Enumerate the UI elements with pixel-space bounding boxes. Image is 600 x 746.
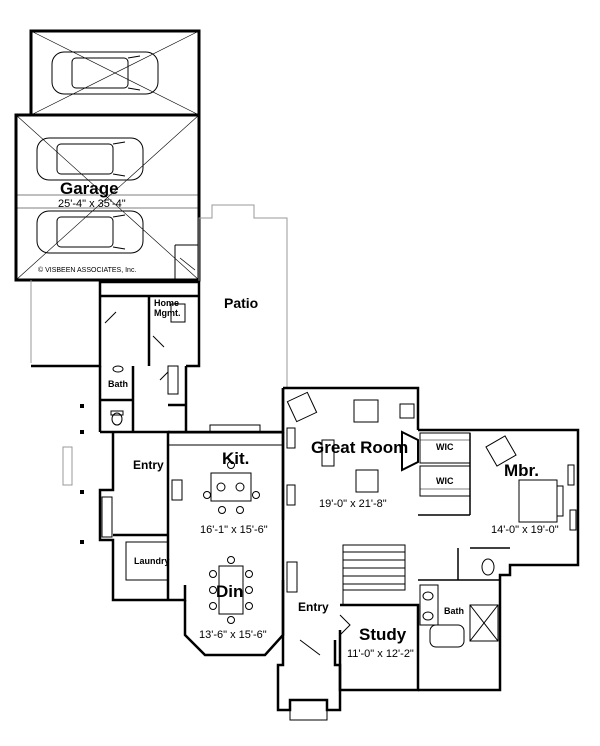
master-dims: 14'-0" x 19'-0" [491,524,559,536]
car-icon [51,51,159,95]
home-mgmt-label-line2: Mgmt. [154,308,181,318]
kitchen-label: Kit. [222,449,250,468]
car-icon [36,137,144,181]
bath-label-upper: Bath [108,379,128,389]
patio-label: Patio [224,295,259,311]
fixtures [104,311,169,426]
dining-label: Din [216,582,244,601]
dining-table [209,556,253,624]
kitchen-island [203,461,260,514]
garage-dims: 25'-4" x 35'-4" [58,198,126,210]
fireplace [401,430,419,472]
side-entry [98,432,187,602]
step-pad [62,446,73,486]
furniture [286,391,415,593]
kitchen-dims: 16'-1" x 15'-6" [200,524,268,536]
master-bath-fixtures [419,558,499,648]
exterior-marks [80,404,84,544]
stairs [342,544,406,605]
great-room-shell [281,386,420,520]
home-mgmt-label-line1: Home [154,298,180,308]
front-porch [276,580,342,721]
dining-dims: 13'-6" x 15'-6" [199,629,267,641]
great-room-label: Great Room [311,438,409,457]
master-bath-label: Bath [444,606,464,616]
garage-label: Garage [60,179,119,198]
utility-wing [31,280,201,434]
master-label: Mbr. [504,461,539,480]
garage-area [14,29,201,282]
main-entry-label: Entry [298,600,329,614]
wic-label-2: WIC [436,476,454,486]
laundry-label: Laundry [134,556,170,566]
wic-label-1: WIC [436,442,454,452]
study-dims: 11'-0" x 12'-2" [347,648,414,660]
master-furniture [485,435,577,531]
side-entry-label: Entry [133,458,164,472]
master-suite-shell [418,428,580,692]
great-room-dims: 19'-0" x 21'-8" [319,498,387,510]
study-label: Study [359,625,407,644]
copyright-text: © VISBEEN ASSOCIATES, Inc. [38,267,137,274]
car-icon [36,210,144,254]
